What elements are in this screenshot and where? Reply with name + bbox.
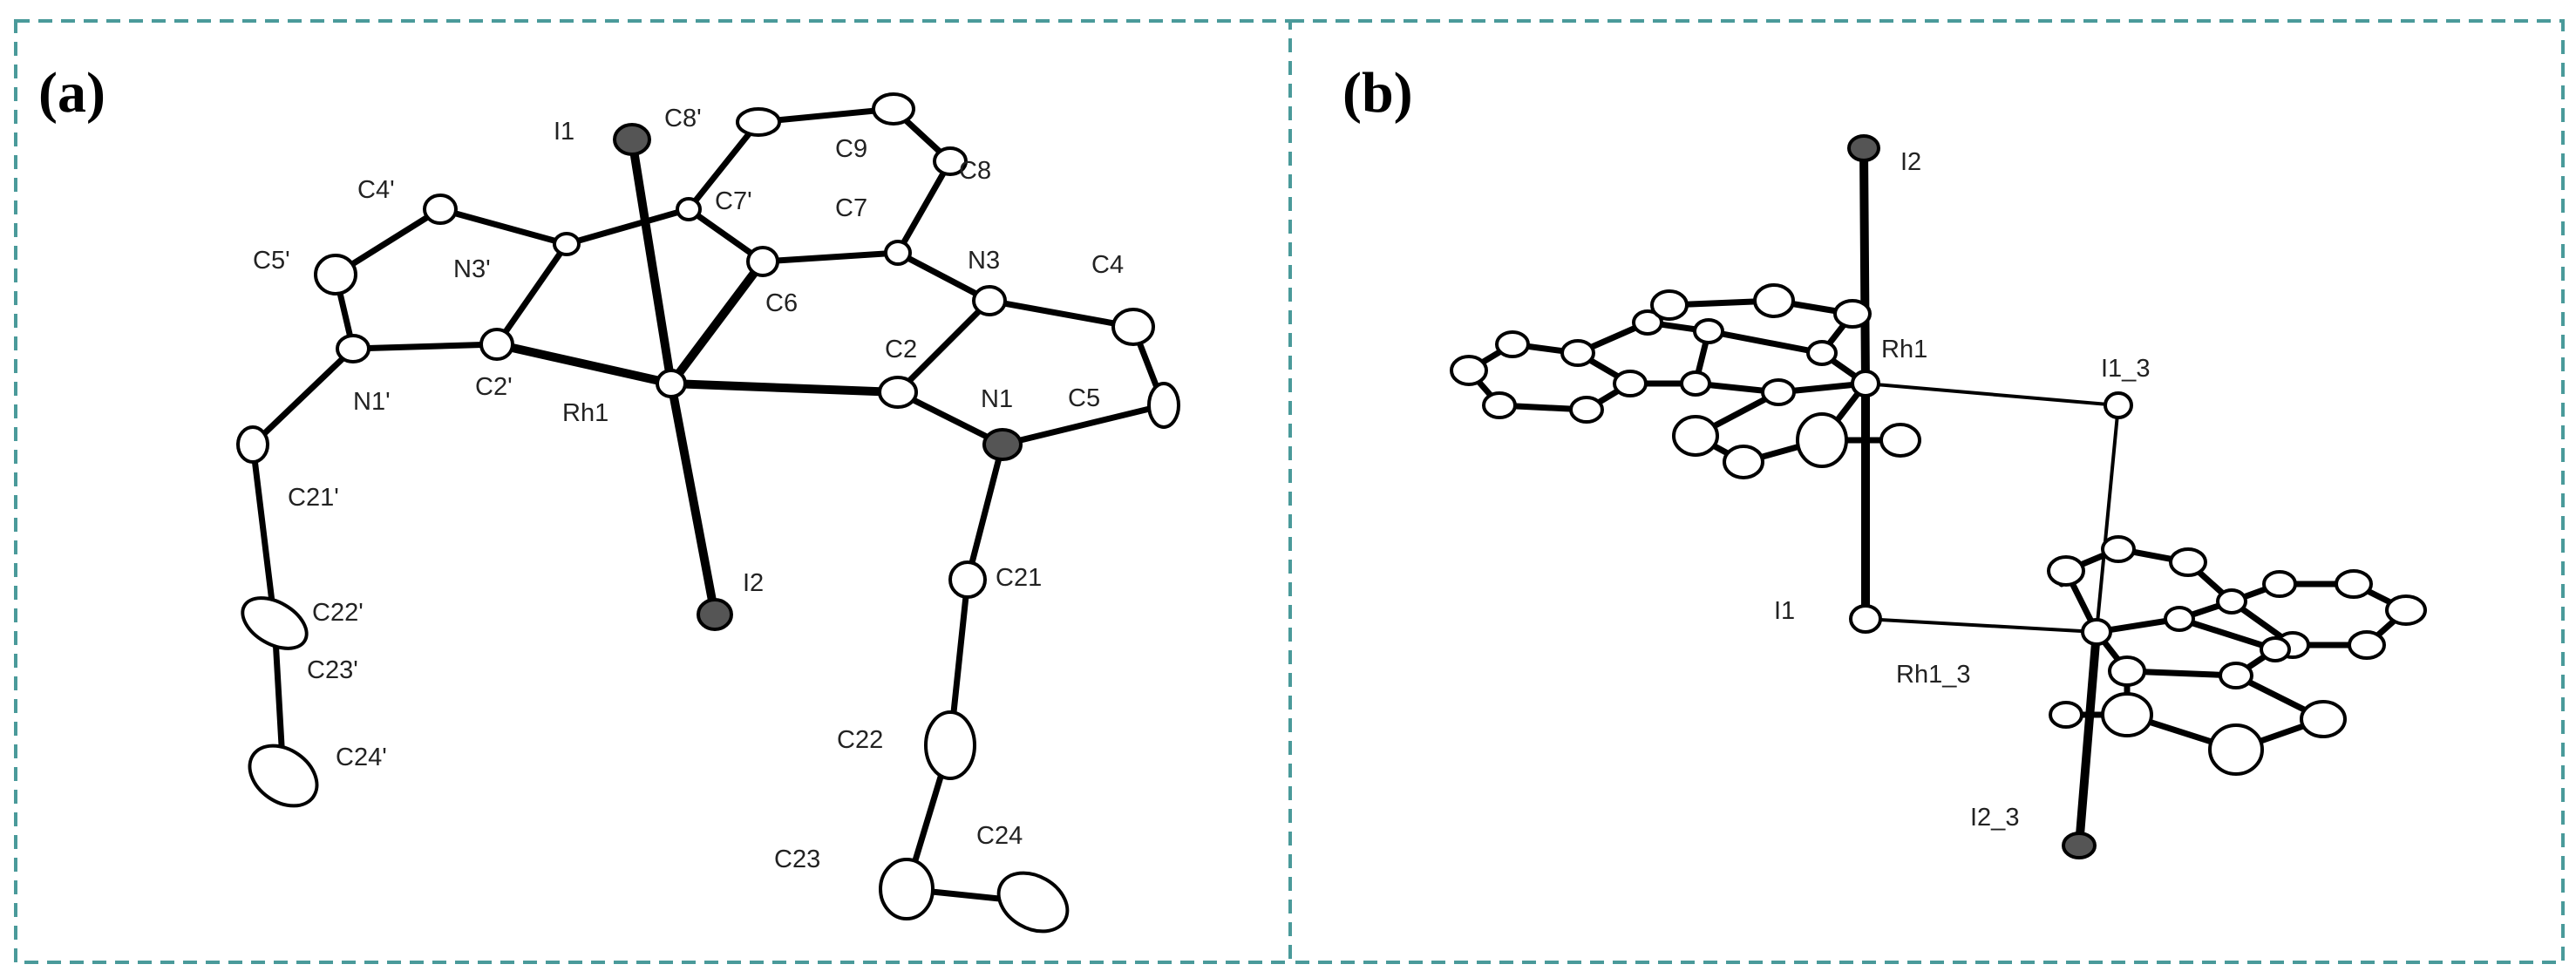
- panel-a-label: (a): [38, 61, 105, 125]
- atom-label: I2: [743, 569, 764, 597]
- atom-label: C4: [1091, 251, 1124, 279]
- atom-label: C23: [774, 846, 820, 873]
- atom-label: C2': [475, 373, 513, 401]
- atom-label: C5': [253, 247, 290, 275]
- panel-b-border: [1288, 19, 2565, 964]
- panel-b-label: (b): [1342, 61, 1413, 125]
- atom-label: C2: [885, 336, 917, 363]
- atom-label: I1: [1774, 597, 1795, 625]
- atom-label: C24': [336, 744, 387, 771]
- atom-label: Rh1: [1881, 336, 1927, 363]
- panel-b-structure: I2 Rh1 I1_3 I1 Rh1_3 I2_3: [1450, 134, 2427, 859]
- atom-label: C24: [976, 822, 1023, 850]
- atom-label: I2: [1900, 148, 1921, 176]
- atom-label: Rh1: [562, 399, 608, 427]
- atom-label: C23': [307, 656, 358, 684]
- atom-label: C22': [312, 599, 364, 627]
- atom-label: N1': [353, 388, 391, 416]
- atom-label: N1: [981, 385, 1013, 413]
- atom-label: C22: [837, 726, 883, 754]
- atom-label: C7': [715, 187, 752, 215]
- atom-label: C8: [959, 157, 991, 185]
- panel-a-border: [14, 19, 1292, 964]
- atom-label: N3: [968, 247, 1000, 275]
- atom-label: I1: [554, 118, 574, 146]
- atom-label: C8': [664, 105, 702, 132]
- atom-label: C9: [835, 135, 867, 163]
- atom-label: I1_3: [2101, 355, 2150, 383]
- atom-label: C7: [835, 194, 867, 222]
- atom-label: Rh1_3: [1896, 661, 1970, 689]
- atom-label: C4': [357, 176, 395, 204]
- atom-label: C6: [765, 289, 798, 317]
- panel-a-structure: I1 C8' C9 C8 C4' C7' C7 C5' N3' C6 N3 C4…: [236, 92, 1180, 934]
- atom-label: C21: [996, 564, 1042, 592]
- atom-label: C5: [1068, 384, 1100, 412]
- atom-label: C21': [288, 484, 339, 512]
- atom-label: N3': [453, 255, 491, 283]
- atom-label: I2_3: [1970, 804, 2019, 832]
